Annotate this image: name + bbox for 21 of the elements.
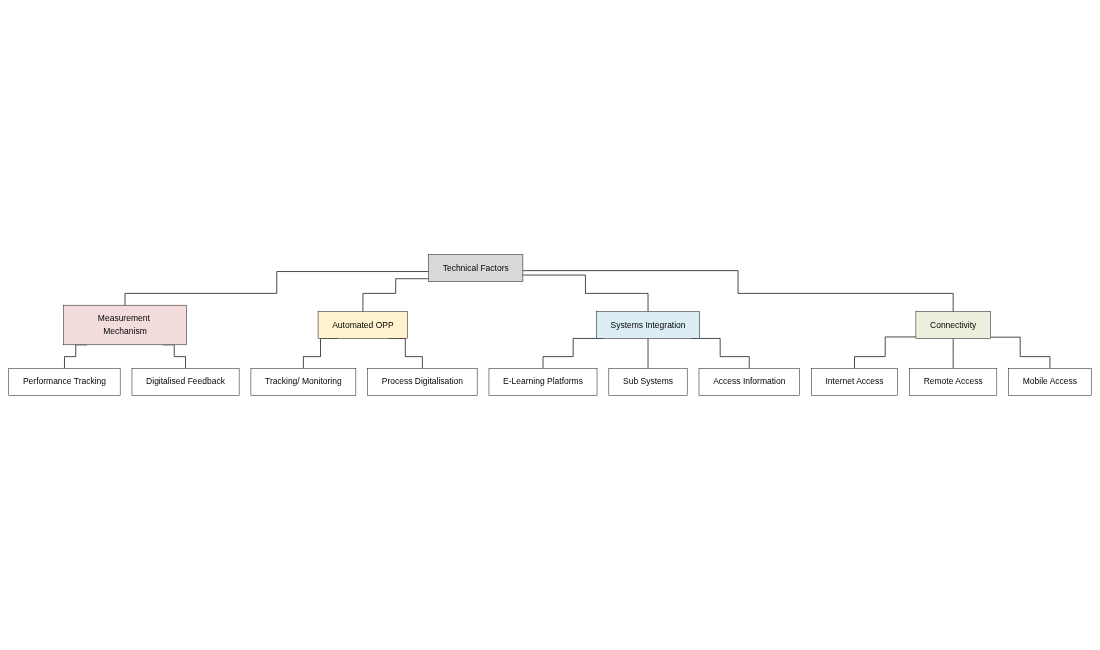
node-box: Automated OPP (317, 311, 408, 339)
connector (362, 278, 429, 312)
connector (854, 336, 917, 369)
node-box: Technical Factors (428, 254, 524, 282)
node-box: Systems Integration (596, 311, 700, 339)
node-box: Mobile Access (1008, 368, 1092, 396)
node-box: Access Information (698, 368, 800, 396)
node-box: Digitalised Feedback (131, 368, 240, 396)
node-box: Internet Access (811, 368, 898, 396)
connector (990, 336, 1051, 369)
connector (124, 271, 429, 306)
node-box: Remote Access (909, 368, 998, 396)
connector (522, 274, 649, 312)
node-box: Process Digitalisation (367, 368, 478, 396)
connector (522, 270, 954, 312)
node-box: Measurement Mechanism (63, 304, 187, 346)
node-box: Tracking/ Monitoring (250, 368, 357, 396)
node-box: E-Learning Platforms (488, 368, 598, 396)
node-box: Connectivity (915, 311, 991, 339)
node-box: Sub Systems (608, 368, 688, 396)
node-box: Performance Tracking (8, 368, 121, 396)
